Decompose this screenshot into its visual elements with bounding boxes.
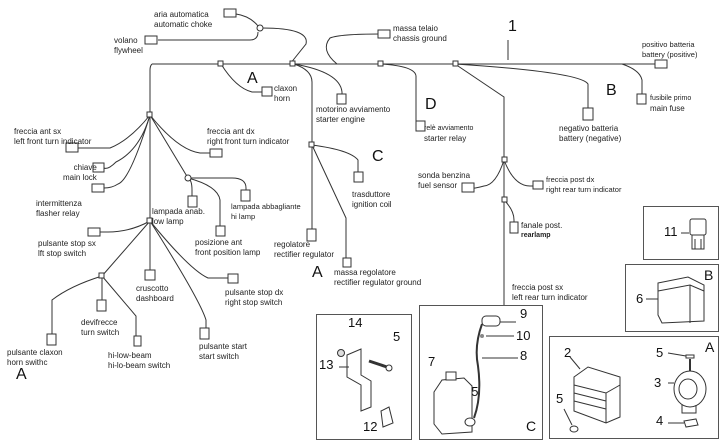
part-number-5: 5 xyxy=(556,391,564,406)
part-number-12: 12 xyxy=(363,419,378,434)
part-number-13: 13 xyxy=(319,357,334,372)
connector-right-stop-switch xyxy=(227,273,239,284)
section-label-b: B xyxy=(606,82,617,99)
connector-main-fuse xyxy=(636,93,647,105)
panel-battery: B 6 xyxy=(625,264,719,332)
section-label-a: A xyxy=(312,264,323,281)
part-number-9: 9 xyxy=(520,306,528,321)
connector-regulator-ground xyxy=(342,257,352,268)
part-number-7: 7 xyxy=(428,354,436,369)
connector-dashboard xyxy=(144,269,156,281)
connector-fuel-sensor xyxy=(461,182,475,193)
connector-turn-switch xyxy=(96,299,107,312)
part-number-2: 2 xyxy=(564,345,572,360)
part-number-5: 5 xyxy=(393,329,401,344)
section-label-a: A xyxy=(247,70,258,87)
part-number-11: 11 xyxy=(664,224,678,239)
connector-hi-lo-switch xyxy=(133,335,142,347)
label-rear-lamp: fanale post.rearlamp xyxy=(521,221,563,239)
connector-horn xyxy=(261,86,273,97)
part-number-10: 10 xyxy=(516,328,531,343)
harness-number: 1 xyxy=(508,18,517,35)
panel-relay: 11 xyxy=(643,206,719,260)
connector-rear-lamp xyxy=(509,221,519,234)
section-label-a: A xyxy=(16,366,27,383)
coil-icon xyxy=(433,315,518,435)
connector-starter-engine xyxy=(336,93,347,105)
connector-left-stop-switch xyxy=(87,227,101,237)
connector-main-lock xyxy=(92,162,105,173)
part-number-8: 8 xyxy=(520,348,528,363)
panel-section-c: C xyxy=(526,418,537,434)
panel-bracket: 14 5 13 12 xyxy=(316,314,412,440)
connector-battery-positive xyxy=(654,59,668,69)
connector-battery-negative xyxy=(582,107,594,121)
connector-front-position xyxy=(215,225,226,237)
part-number-14: 14 xyxy=(348,315,363,330)
label-low-lamp: lampada anab.low lamp xyxy=(152,207,205,226)
trunk-left-drop xyxy=(149,63,153,230)
connector-flasher-relay xyxy=(91,183,105,193)
relay-icon xyxy=(681,218,707,250)
section-label-d: D xyxy=(425,96,437,113)
connector-chassis-ground xyxy=(377,29,391,39)
regulator-horn-icon xyxy=(563,352,707,433)
battery-icon xyxy=(646,276,705,324)
connector-start-switch xyxy=(199,327,210,340)
connector-automatic-choke xyxy=(223,8,237,18)
connector-left-front-turn xyxy=(65,142,79,153)
connector-horn-switch xyxy=(46,333,57,346)
part-number-3: 3 xyxy=(654,375,662,390)
connector-low-lamp xyxy=(187,195,198,208)
panel-regulator-horn: A 2 5 5 3 4 xyxy=(549,336,719,439)
section-label-c: C xyxy=(372,148,384,165)
panel-ignition-coil: C 9 10 8 7 15 xyxy=(419,305,543,440)
bracket-icon xyxy=(337,348,394,428)
connector-starter-relay xyxy=(415,120,426,132)
connector-right-front-turn xyxy=(209,148,223,158)
connector-right-rear-turn xyxy=(532,180,544,190)
part-number-4: 4 xyxy=(656,413,664,428)
part-number-5: 5 xyxy=(656,345,664,360)
connector-hi-lamp xyxy=(240,189,251,202)
connector-ignition-coil xyxy=(353,171,364,183)
connector-flywheel xyxy=(144,35,158,45)
part-number-6: 6 xyxy=(636,291,644,306)
connector-rectifier-regulator xyxy=(306,228,317,242)
panel-section-a: A xyxy=(705,339,715,355)
panel-section-b: B xyxy=(704,267,714,283)
